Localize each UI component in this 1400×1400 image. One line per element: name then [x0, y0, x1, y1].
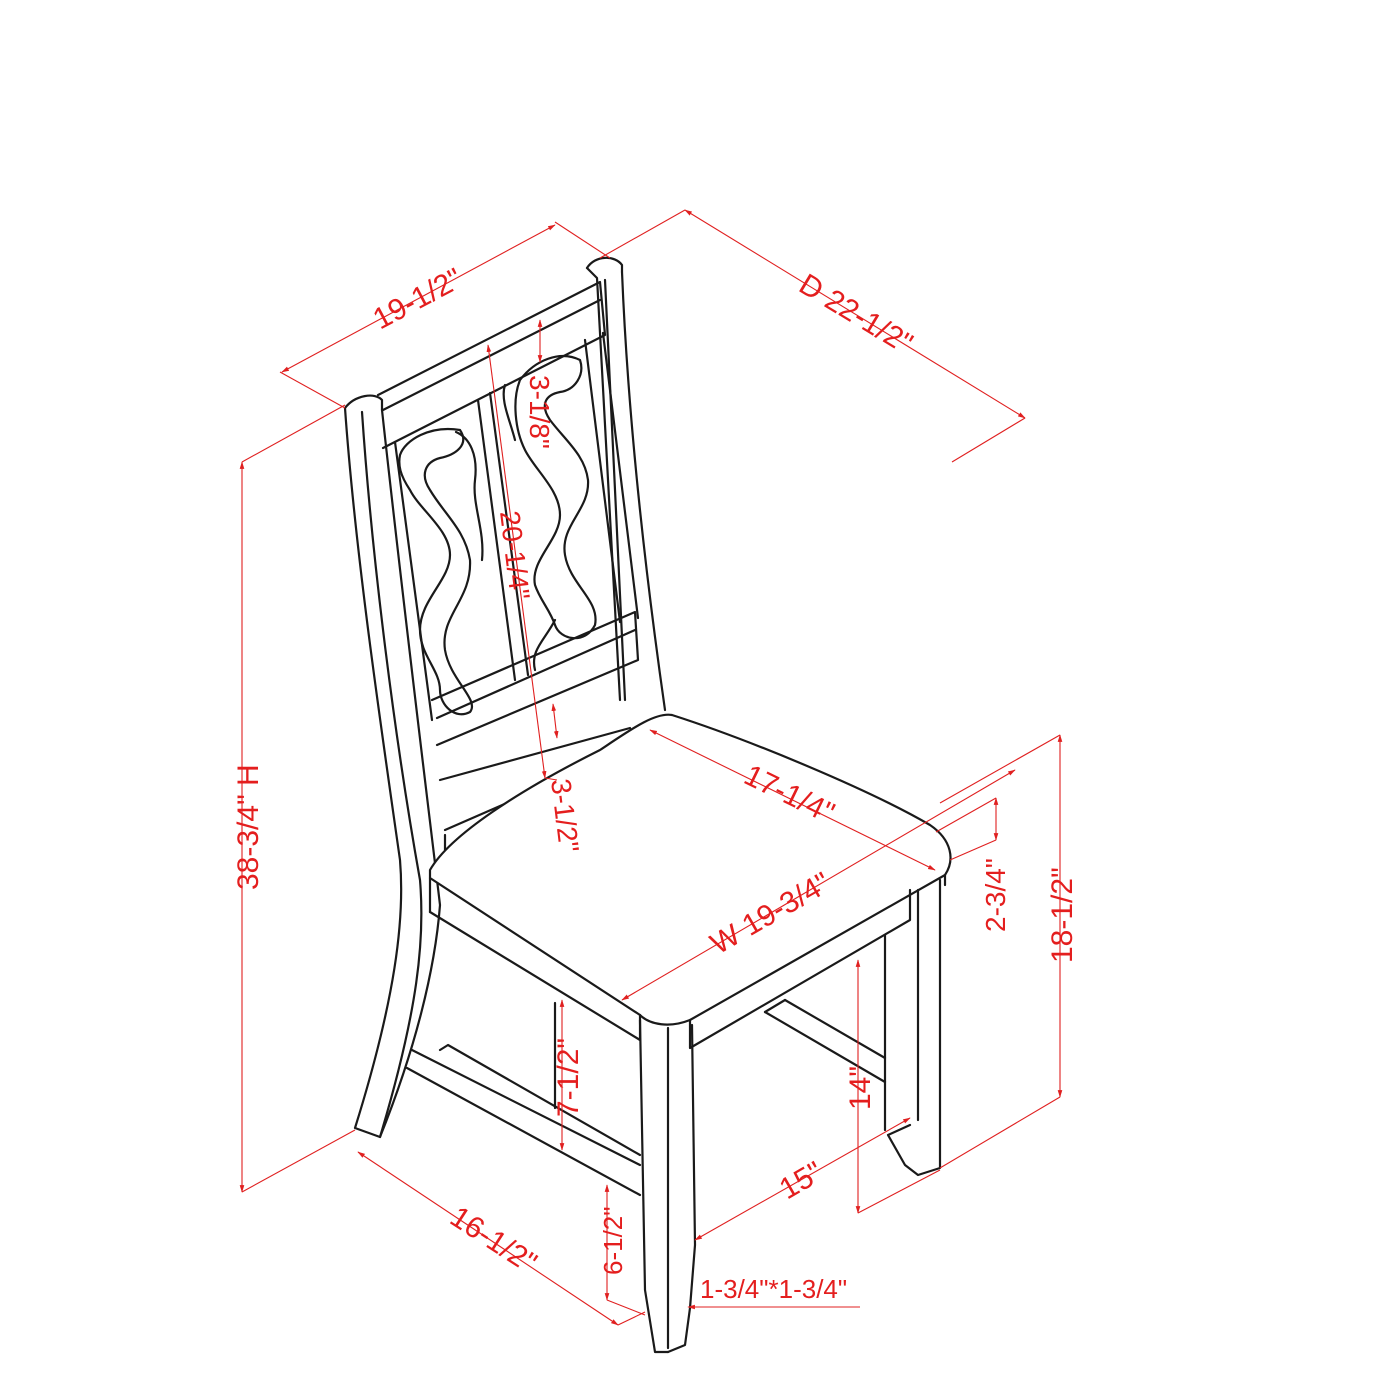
left-back-post: [343, 394, 442, 1139]
label-seat-height: 18-1/2": [1046, 867, 1079, 963]
chair-drawing: [343, 256, 952, 1354]
right-stretcher: [763, 998, 887, 1084]
side-stretcher: [405, 1043, 642, 1197]
label-top-rail-gap: 3-1/8": [524, 375, 555, 449]
label-apron-to-stretcher: 7-1/2": [552, 1038, 585, 1117]
label-overall-depth: D 22-1/2": [793, 268, 918, 361]
label-overall-height: 38-3/4" H: [232, 764, 265, 890]
label-backrest-height: 20-1/4": [494, 509, 536, 601]
right-back-post: [585, 256, 667, 712]
label-back-width: 19-1/2": [368, 262, 468, 336]
label-stretcher-height: 6-1/2": [598, 1207, 628, 1276]
front-right-leg: [883, 878, 942, 1177]
seat: [428, 713, 952, 1050]
front-left-leg: [638, 1018, 697, 1354]
label-leg-size: 1-3/4"*1-3/4": [700, 1274, 847, 1304]
label-leg-clearance: 14": [844, 1066, 877, 1110]
dimension-lines: [239, 209, 1063, 1326]
lower-back-rail: [430, 610, 640, 747]
label-base-depth: 16-1/2": [444, 1200, 542, 1280]
label-seat-thickness: 2-3/4": [980, 858, 1011, 932]
scroll-splat-left: [398, 427, 484, 716]
label-base-width: 15": [774, 1155, 829, 1206]
